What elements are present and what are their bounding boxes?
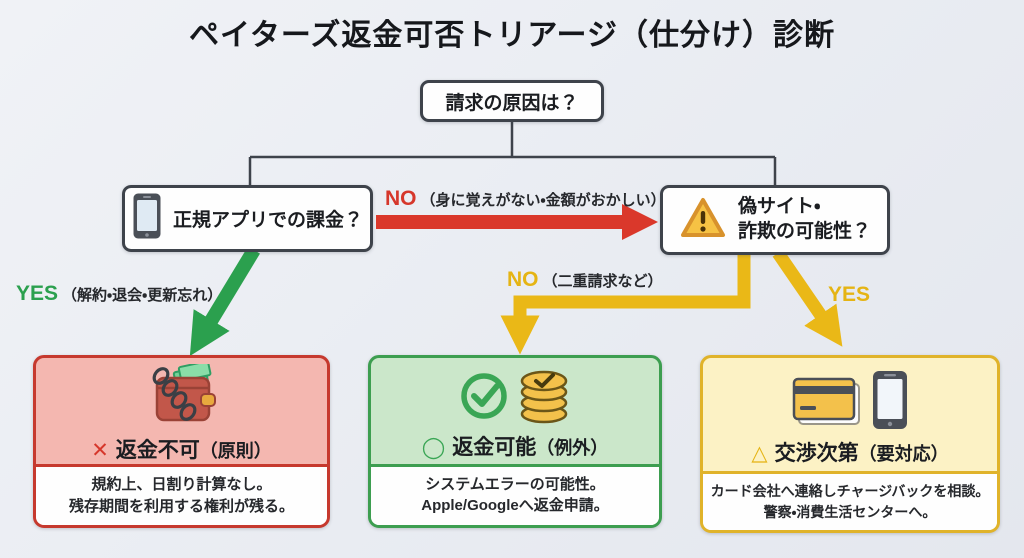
warning-triangle-icon: [679, 196, 727, 245]
root-question-box: 請求の原因は？: [420, 80, 604, 122]
triangle-mark-icon: △: [751, 441, 768, 465]
edge-label-app-no: NO（身に覚えがない・金額がおかしい）: [385, 187, 666, 210]
root-question-label: 請求の原因は？: [445, 92, 579, 114]
outcome-title-negotiation: △交渉次第（要対応）: [751, 441, 949, 465]
edge-label-fake-no: NO（二重請求など）: [507, 268, 663, 291]
credit-card-icon: [792, 377, 860, 425]
circle-mark-icon: ◯: [421, 435, 446, 459]
fake-site-question-box: 偽サイト・詐欺の可能性？: [660, 185, 890, 255]
outcome-desc-no-refund: 規約上、日割り計算なし。残存期間を利用する権利が残る。: [36, 464, 327, 525]
edge-label-fake-yes: YES: [828, 283, 871, 306]
outcome-desc-refund-possible: システムエラーの可能性。Apple/Googleへ返金申請。: [371, 463, 659, 525]
check-circle-icon: [461, 373, 507, 419]
smartphone-icon: [873, 370, 907, 429]
check-and-coins-icon: [459, 367, 571, 425]
no-arrow-red: [376, 204, 658, 240]
yes-arrow-yellow: [772, 249, 843, 347]
outcome-card-no-refund: ✕返金不可（原則） 規約上、日割り計算なし。残存期間を利用する権利が残る。: [33, 355, 330, 528]
cross-mark-icon: ✕: [91, 439, 109, 462]
fake-site-question-label: 偽サイト・詐欺の可能性？: [737, 196, 871, 242]
edge-label-app-yes: YES（解約・退会・更新忘れ）: [16, 282, 223, 305]
card-and-phone-icon: [791, 369, 909, 431]
tree-connector-line: [248, 122, 777, 185]
outcome-card-refund-possible: ◯返金可能（例外） システムエラーの可能性。Apple/Googleへ返金申請。: [368, 355, 662, 528]
chained-wallet-icon: [139, 364, 225, 428]
outcome-title-no-refund: ✕返金不可（原則）: [91, 439, 272, 462]
outcome-desc-negotiation: カード会社へ連絡しチャージバックを相談。警察・消費生活センターへ。: [703, 471, 997, 530]
coin-stack-icon: [520, 370, 568, 423]
official-app-question-label: 正規アプリでの課金？: [172, 210, 363, 231]
outcome-card-negotiation: △交渉次第（要対応） カード会社へ連絡しチャージバックを相談。警察・消費生活セン…: [700, 355, 1000, 533]
official-app-question-box: 正規アプリでの課金？: [122, 185, 373, 252]
outcome-title-refund-possible: ◯返金可能（例外）: [421, 435, 609, 459]
yes-arrow-green: [189, 246, 260, 356]
page-title: ペイターズ返金可否トリアージ（仕分け）診断: [189, 19, 835, 52]
smartphone-icon: [132, 192, 162, 245]
no-arrow-yellow: [500, 252, 751, 355]
